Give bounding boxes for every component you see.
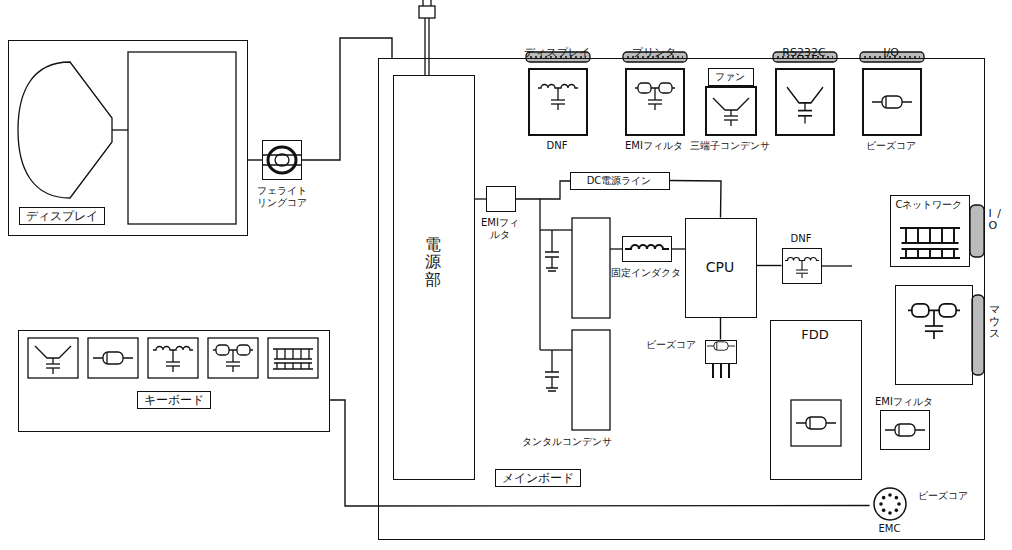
dc-line-label-box: DC電源ライン <box>570 172 670 190</box>
part-label: ビーズコア <box>918 490 968 502</box>
power-unit: 電源部 <box>393 75 475 480</box>
ic-chip <box>572 330 610 430</box>
inductor-coil <box>625 245 669 249</box>
main-housing: メインボード 電源部 ディスプレイDNF プリンタEMIフィルタ ファン三端子コンデンサ… <box>378 58 985 540</box>
node-label: Cネットワーク <box>896 199 963 211</box>
monitor-chassis <box>128 52 236 224</box>
emi-filter-box: EMIフィルタ <box>880 410 930 450</box>
node-label: プリンタ <box>632 46 676 59</box>
node-label: 固定インダクタ <box>611 267 681 279</box>
node-label: I/O <box>883 46 899 59</box>
printer-port-box: プリンタEMIフィルタ <box>625 68 685 136</box>
node-label: EMIフィルタ <box>477 217 523 241</box>
tantalum-capacitor <box>545 230 559 391</box>
node-label: キーボード <box>137 391 211 409</box>
node-label: EMIフィルタ <box>875 396 933 408</box>
emc-connector: EMC <box>870 486 910 536</box>
node-label: DC電源ライン <box>587 175 652 187</box>
inductor-box: 固定インダクタ <box>622 236 672 262</box>
capacitor-box: 三端子コンデンサ <box>705 86 757 136</box>
mouse-port-box: マウス <box>895 285 973 385</box>
node-label: メインボード <box>495 469 581 487</box>
keyboard-filter-box <box>28 338 318 378</box>
node-sublabel: EMIフィルタ <box>625 140 683 152</box>
dnf-box: DNF <box>782 248 822 284</box>
node-label: ディスプレイ <box>524 46 590 59</box>
c-network-box: CネットワークI/O <box>890 195 970 267</box>
monitor-box: ディスプレイ <box>8 40 248 236</box>
node-label: ビーズコア <box>646 339 696 351</box>
cable-line <box>330 400 870 506</box>
node-label: マウス <box>989 304 1000 340</box>
node-label: 電源部 <box>425 236 441 289</box>
ferrite-core-box: フェライト リングコア <box>262 140 302 180</box>
ic-chip <box>572 218 610 318</box>
display-port-box: ディスプレイDNF <box>528 68 588 136</box>
cpu-box: CPU <box>685 218 757 318</box>
node-label: FDD <box>801 327 829 343</box>
node-sublabel: ビーズコア <box>866 140 916 152</box>
crt-tube <box>18 62 112 198</box>
cable-line <box>248 159 262 160</box>
node-label: DNF <box>791 233 812 245</box>
cable-line <box>670 181 722 218</box>
power-cord <box>424 18 425 75</box>
node-label: CPU <box>706 259 734 276</box>
rs232c-port-box: RS232C <box>775 68 835 136</box>
node-label: 三端子コンデンサ <box>690 140 770 152</box>
ferrite-ring <box>268 147 296 173</box>
emi-filter-box: EMIフィルタ <box>486 186 516 212</box>
fdd-bead-box <box>791 400 841 446</box>
node-label: RS232C <box>782 46 825 59</box>
node-label: フェライト リングコア <box>254 185 310 209</box>
node-label: EMC <box>879 523 901 535</box>
part-label: タンタルコンデンサ <box>522 436 612 448</box>
connector-tab <box>526 52 984 375</box>
bead-core-box: ビーズコア <box>705 340 737 364</box>
cable-line <box>757 265 782 266</box>
node-sublabel: DNF <box>547 140 568 152</box>
keyboard-box: キーボード <box>18 330 330 432</box>
node-label: ディスプレイ <box>19 207 105 225</box>
io-port-box: I/Oビーズコア <box>862 68 922 136</box>
fan-box: ファン <box>708 68 754 86</box>
cable-line <box>720 318 721 340</box>
node-label: ファン <box>715 71 745 83</box>
node-sublabel: I/O <box>989 208 1000 232</box>
connector-outline <box>870 486 910 522</box>
fdd-box: FDD <box>770 320 862 480</box>
